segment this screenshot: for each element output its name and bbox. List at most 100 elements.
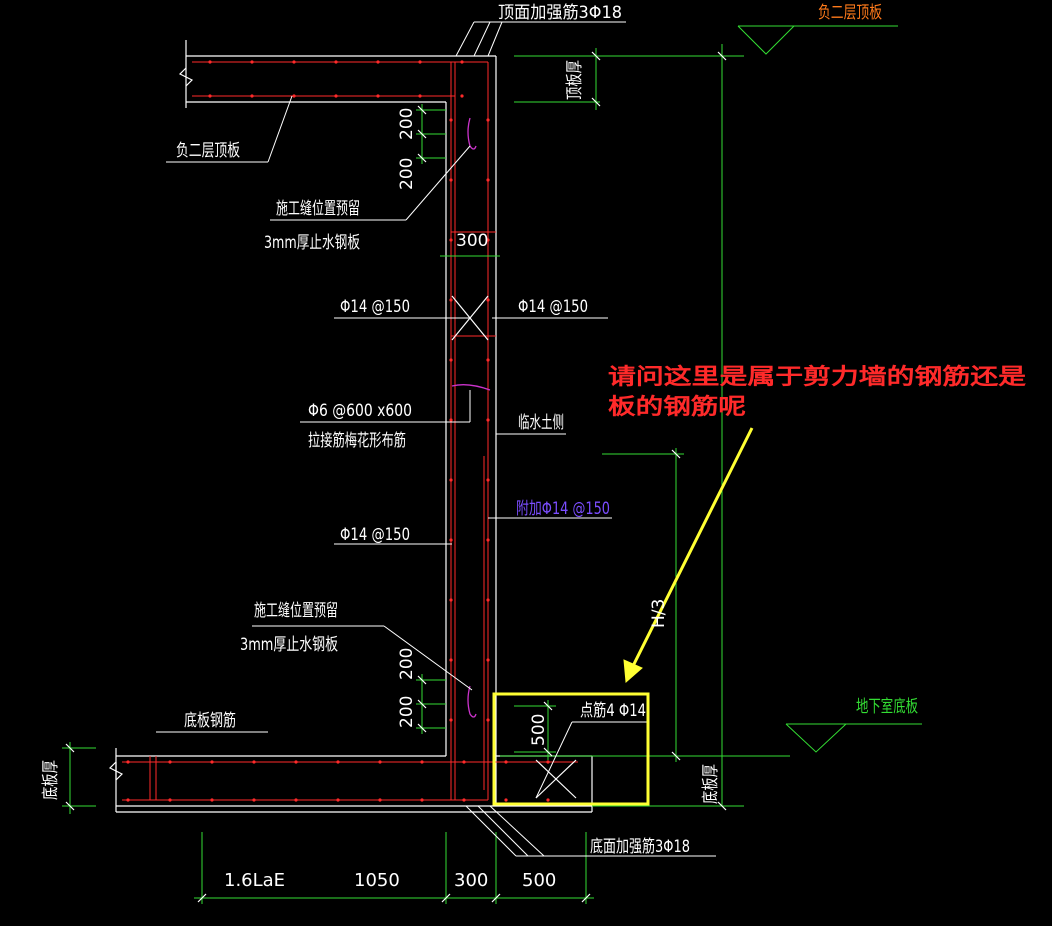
rebar-left-lower-label: Φ14 @150 [340, 525, 410, 545]
rebar-dot [168, 798, 172, 802]
rebar-dot [336, 760, 340, 764]
rebar-dot [486, 718, 490, 722]
rebar-dot [486, 178, 490, 182]
rebar-dot [486, 598, 490, 602]
rebar-dot [210, 760, 214, 764]
joint-bottom-label-1: 施工缝位置预留 [254, 601, 338, 621]
rebar-dot [449, 478, 453, 482]
roof-thickness-label: 顶板厚 [565, 60, 585, 100]
rebar-dot [460, 94, 464, 98]
rebar-dot [504, 760, 508, 764]
rebar-dot [334, 94, 338, 98]
dim-500-vertical: 500 [529, 714, 549, 746]
floor-b2-roof-label: 负二层顶板 [176, 141, 240, 161]
rebar-dot [449, 118, 453, 122]
joint-bottom-label-2: 3mm厚止水钢板 [240, 635, 338, 655]
dim-200-bottom-b: 200 [397, 696, 417, 728]
rebar-dot [449, 298, 453, 302]
dim-300-wall: 300 [456, 231, 488, 251]
bottom-dim-2: 1050 [354, 870, 400, 891]
rebar-dot [486, 298, 490, 302]
rebar-dot [449, 238, 453, 242]
rebar-dot [418, 94, 422, 98]
rebar-dot [250, 94, 254, 98]
arrow [623, 427, 754, 684]
rebar-dot [420, 760, 424, 764]
rebar-dot [294, 798, 298, 802]
rebar-dot [336, 798, 340, 802]
dimension-lines [62, 25, 922, 904]
rebar-dot [449, 358, 453, 362]
rebar-dot [486, 118, 490, 122]
rebar-dot [486, 238, 490, 242]
rebar-dot [449, 418, 453, 422]
rebar-dot [460, 60, 464, 64]
rebar-dot [449, 178, 453, 182]
rebar-dot [376, 94, 380, 98]
rebar-right-upper-label: Φ14 @150 [518, 297, 588, 317]
rebar-dot [449, 658, 453, 662]
rebar-dot [486, 418, 490, 422]
rebar-dot [250, 60, 254, 64]
point-bar-label: 点筋4 Φ14 [580, 701, 646, 721]
basement-floor-label: 地下室底板 [856, 697, 918, 717]
rebar-dot [252, 798, 256, 802]
question-line-1: 请问这里是属于剪力墙的钢筋还是 [608, 364, 1026, 390]
rebar-dot [292, 94, 296, 98]
rebar-dots [126, 60, 550, 802]
rebar-dot [486, 478, 490, 482]
rebar-dot [486, 538, 490, 542]
dimension-ticks [65, 51, 727, 903]
floor-b2-roof-elevation-label: 负二层顶板 [818, 3, 882, 23]
rebar-dot [449, 598, 453, 602]
rebar-dot [449, 538, 453, 542]
dim-200-top-b: 200 [397, 158, 417, 190]
rebar-dot [294, 760, 298, 764]
bottom-dim-3: 300 [454, 870, 488, 891]
dim-200-bottom-a: 200 [397, 648, 417, 680]
joint-top-label-1: 施工缝位置预留 [276, 199, 360, 219]
rebar-dot [486, 358, 490, 362]
rebar-dot [546, 760, 550, 764]
cross-marks [451, 295, 577, 799]
bottom-dim-1: 1.6LaE [224, 870, 285, 891]
base-rebar-label: 底板钢筋 [184, 711, 236, 731]
rebar-dot [252, 760, 256, 764]
h3-label: H/3 [649, 599, 669, 628]
bottom-reinforcement-label: 底面加强筋3Φ18 [590, 837, 690, 857]
added-bar-label: 附加Φ14 @150 [516, 499, 610, 519]
top-reinforcement-label: 顶面加强筋3Φ18 [498, 3, 622, 23]
tie-bar-label-1: Φ6 @600 x600 [308, 401, 412, 421]
rebar-dot [126, 760, 130, 764]
rebar-dot [378, 760, 382, 764]
rebar-dot [210, 798, 214, 802]
question-line-2: 板的钢筋呢 [608, 394, 746, 420]
base-thickness-left-label: 底板厚 [41, 760, 61, 800]
rebar-dot [378, 798, 382, 802]
rebar-dot [504, 798, 508, 802]
rebar-dot [376, 60, 380, 64]
rebar-dot [126, 798, 130, 802]
joint-top-label-2: 3mm厚止水钢板 [264, 233, 360, 253]
base-thickness-right-label: 底板厚 [701, 764, 721, 804]
rebar-dot [292, 60, 296, 64]
rebar-dot [418, 60, 422, 64]
rebar-dot [449, 718, 453, 722]
dim-200-top-a: 200 [397, 108, 417, 140]
rebar-dot [208, 60, 212, 64]
highlight-box [492, 692, 650, 806]
rebar-dot [486, 658, 490, 662]
bottom-dim-4: 500 [522, 870, 556, 891]
rebar-dot [462, 798, 466, 802]
rebar-dot [334, 60, 338, 64]
rebar-dot [208, 94, 212, 98]
rebar-left-upper-label: Φ14 @150 [340, 297, 410, 317]
water-side-label: 临水土侧 [518, 413, 564, 433]
tie-bar-label-2: 拉接筋梅花形布筋 [308, 431, 406, 451]
rebar-dot [462, 760, 466, 764]
leader-lines [156, 21, 716, 857]
rebar-dot [420, 798, 424, 802]
rebar-lines [122, 61, 578, 801]
rebar-dot [168, 760, 172, 764]
